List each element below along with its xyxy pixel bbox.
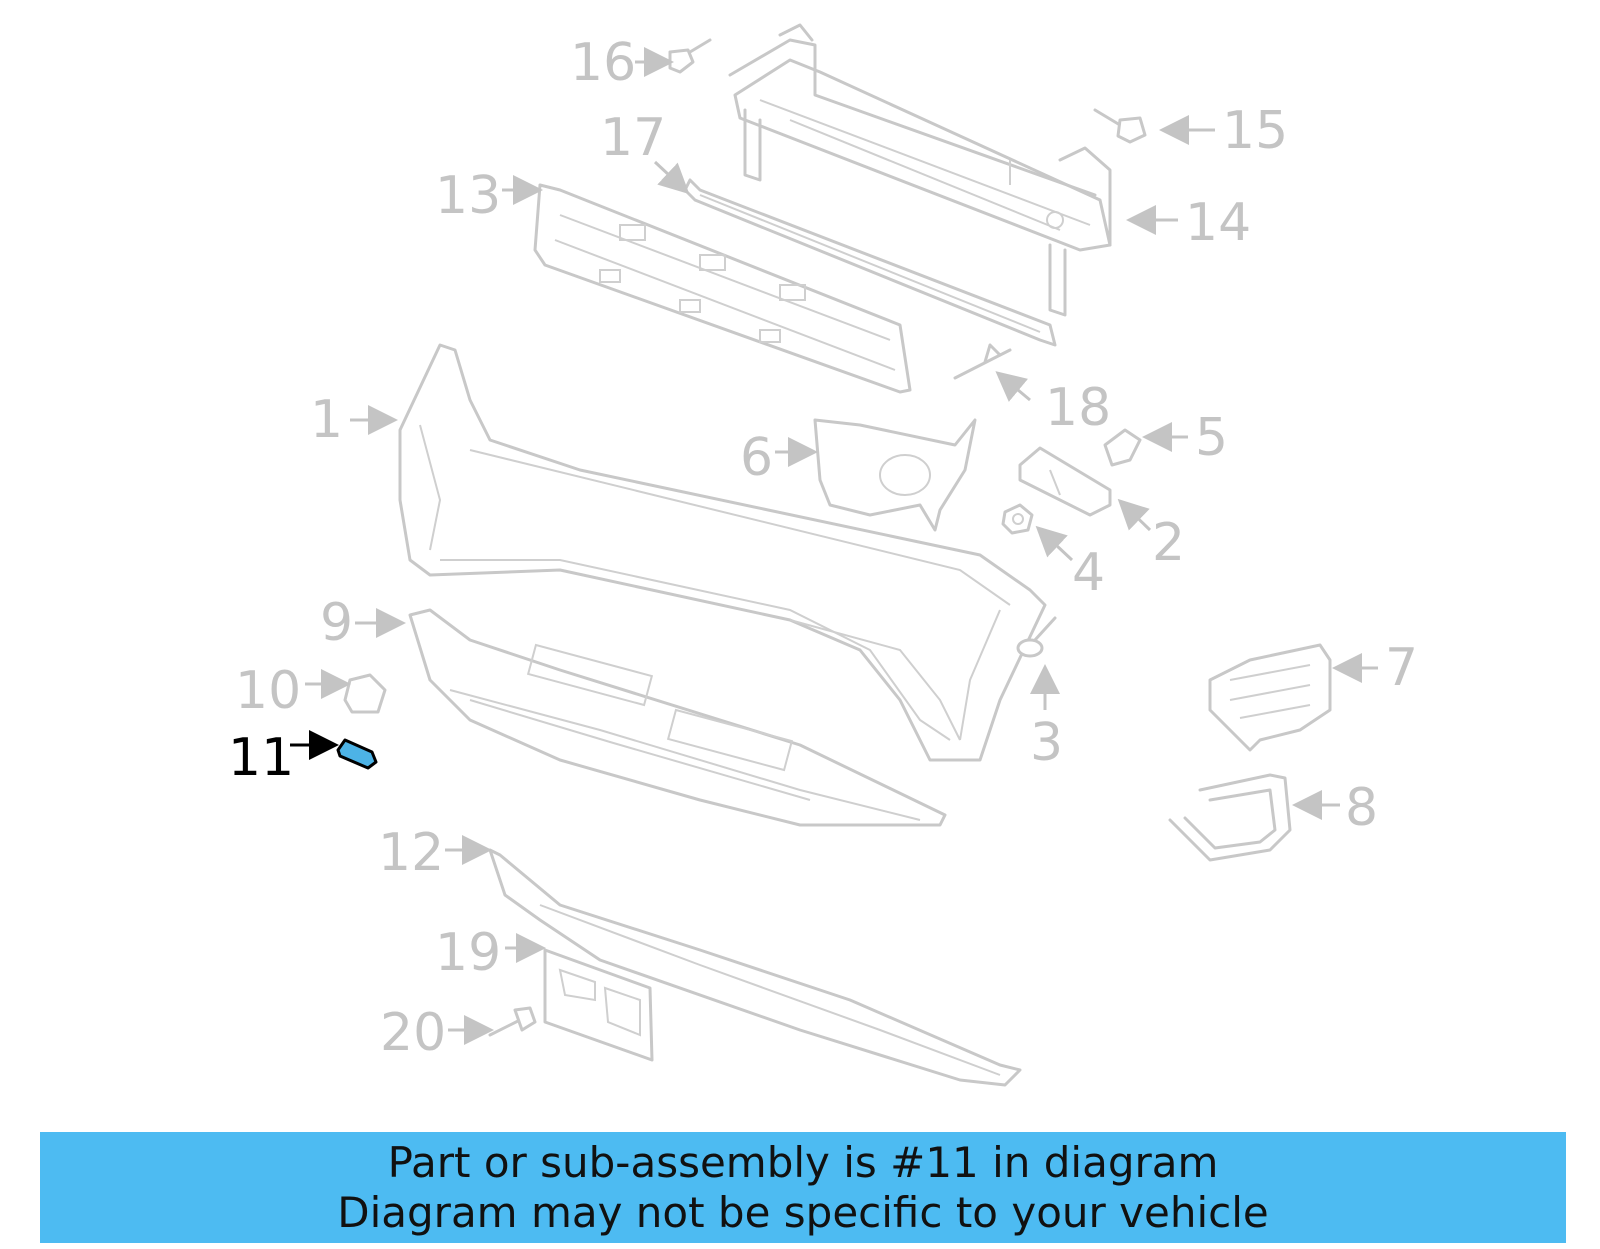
callout-16: 16 xyxy=(570,33,674,93)
part-1-bumper-cover xyxy=(398,343,1047,762)
callout-label-6: 6 xyxy=(740,428,773,488)
callout-8: 8 xyxy=(1292,778,1378,838)
callout-label-2: 2 xyxy=(1152,513,1185,573)
info-banner: Part or sub-assembly is #11 in diagram D… xyxy=(40,1132,1566,1243)
callout-label-1: 1 xyxy=(310,390,343,450)
callout-label-16: 16 xyxy=(570,33,636,93)
part-19-plate-bracket xyxy=(543,948,654,1062)
part-11-highlighted xyxy=(336,738,378,770)
callout-label-17: 17 xyxy=(600,108,666,168)
callout-20: 20 xyxy=(380,1003,494,1063)
part-6-bracket xyxy=(813,418,977,532)
part-2-sensor-bracket xyxy=(1018,446,1112,517)
callout-label-7: 7 xyxy=(1385,638,1418,698)
part-16-bolt xyxy=(668,38,712,74)
callout-11: 11 xyxy=(228,728,339,788)
callout-19: 19 xyxy=(435,923,546,983)
callout-label-12: 12 xyxy=(378,823,444,883)
callout-12: 12 xyxy=(378,823,492,883)
callout-2: 2 xyxy=(1117,498,1185,573)
part-10-clip xyxy=(343,673,387,714)
part-12-lower-valance xyxy=(488,848,1022,1087)
callout-label-4: 4 xyxy=(1072,543,1105,603)
callout-4: 4 xyxy=(1035,525,1105,603)
callout-label-13: 13 xyxy=(435,166,501,226)
callout-label-5: 5 xyxy=(1195,408,1228,468)
part-3-push-clip xyxy=(1016,616,1057,658)
callout-label-19: 19 xyxy=(435,923,501,983)
callout-5: 5 xyxy=(1142,408,1228,468)
part-13-energy-absorber xyxy=(533,183,912,394)
callout-13: 13 xyxy=(435,166,543,226)
banner-line-disclaimer: Diagram may not be specific to your vehi… xyxy=(337,1188,1269,1237)
callout-label-3: 3 xyxy=(1030,713,1063,773)
callout-6: 6 xyxy=(740,428,818,488)
part-8-trim-ring xyxy=(1168,773,1292,862)
part-20-push-rivet xyxy=(488,1006,537,1037)
banner-line-part-number: Part or sub-assembly is #11 in diagram xyxy=(387,1138,1219,1187)
part-4-nut xyxy=(1001,503,1034,535)
callout-14: 14 xyxy=(1126,193,1251,253)
callout-18: 18 xyxy=(995,371,1111,438)
part-18-push-pin xyxy=(953,343,1012,380)
part-5-clip xyxy=(1103,428,1142,467)
callout-label-20: 20 xyxy=(380,1003,446,1063)
callout-3: 3 xyxy=(1030,664,1063,773)
callout-label-18: 18 xyxy=(1045,378,1111,438)
callout-label-10: 10 xyxy=(235,661,301,721)
callout-9: 9 xyxy=(320,593,406,653)
callout-7: 7 xyxy=(1332,638,1418,698)
part-14-reinforcement-bar xyxy=(728,23,1112,317)
callout-15: 15 xyxy=(1159,101,1288,161)
part-15-bolt xyxy=(1093,108,1147,144)
callout-1: 1 xyxy=(310,390,398,450)
part-7-fog-bezel xyxy=(1208,643,1332,752)
callout-17: 17 xyxy=(600,108,690,195)
callout-10: 10 xyxy=(235,661,351,721)
callout-label-15: 15 xyxy=(1222,101,1288,161)
callout-label-14: 14 xyxy=(1185,193,1251,253)
part-9-lower-grille xyxy=(408,608,947,827)
callout-label-9: 9 xyxy=(320,593,353,653)
callout-label-8: 8 xyxy=(1345,778,1378,838)
callout-label-11: 11 xyxy=(228,728,294,788)
